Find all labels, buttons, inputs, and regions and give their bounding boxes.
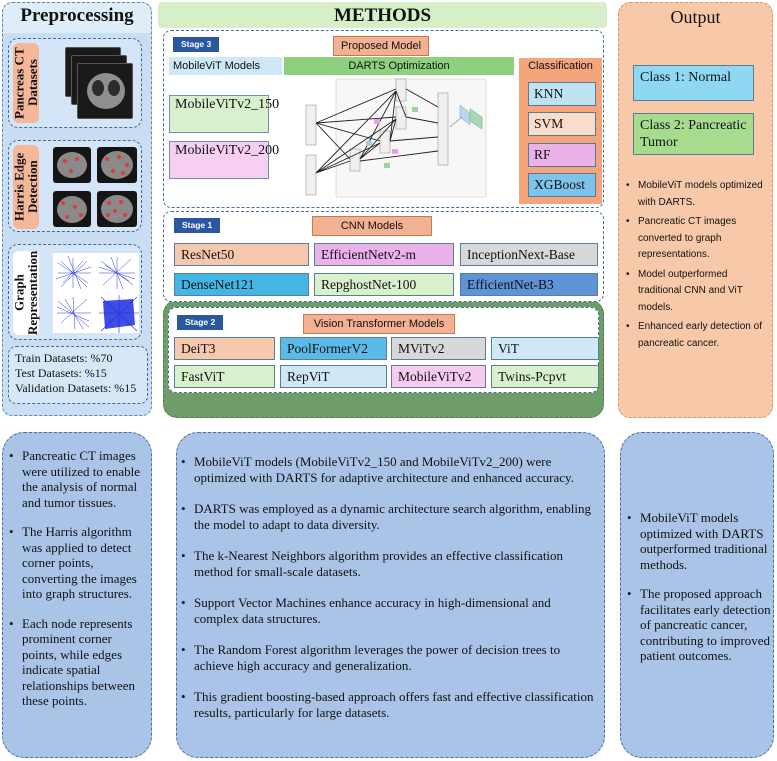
class-tumor-box: Class 2: Pancreatic Tumor [633,113,754,155]
vit-model-deit3: DeiT3 [174,337,275,360]
vit-model-mobilevitv2: MobileViTv2 [391,365,486,388]
cnn-model-densenet121: DenseNet121 [174,273,309,296]
cnn-model-inceptionnext-base: InceptionNext-Base [460,243,598,266]
mobilevit-models-header: MobileViT Models [169,57,282,75]
methods-title: METHODS [333,5,432,26]
ct-datasets-label: Pancreas CT Datasets [11,43,40,123]
classifier-svm: SVM [528,112,596,136]
stage2-box: Stage 2 Vision Transformer Models DeiT3 … [168,307,599,393]
ct-slice-front [77,63,133,119]
middle-bullet-2: DARTS was employed as a dynamic architec… [180,501,598,532]
ct-datasets-box: Pancreas CT Datasets [8,38,142,128]
class-normal-box: Class 1: Normal [633,65,754,101]
vit-model-twins-pcpvt: Twins-Pcpvt [491,365,599,388]
proposed-model-title: Proposed Model [333,36,429,56]
right-bullet-1: MobileViT models optimized with DARTS ou… [626,510,771,572]
harris-image-1 [53,147,91,183]
train-split: Train Datasets: %70 [15,351,113,365]
classifier-knn: KNN [528,82,596,106]
output-bullet-2: Pancreatic CT images converted to graph … [626,214,768,264]
test-split: Test Datasets: %15 [15,366,107,380]
output-bullets: MobileViT models optimized with DARTS. P… [626,178,768,355]
previous-previous-cell-node [305,154,317,196]
mobilevitv2-200-box: MobileViTv2_200 [169,141,279,179]
node-3 [395,78,407,102]
validation-split: Validation Datasets: %15 [15,381,137,395]
bottom-left-text: Pancreatic CT images were utilized to en… [8,448,148,709]
cnn-model-repghostnet-100: RepghostNet-100 [314,273,454,296]
bottom-middle-text: MobileViT models (MobileViTv2_150 and Mo… [180,454,598,720]
node-1 [379,130,391,154]
stage3-tag: Stage 3 [173,37,220,52]
output-bullet-3: Model outperformed traditional CNN and V… [626,267,768,317]
graph-label: Graph Representation [11,250,40,336]
vit-model-vit: ViT [491,337,599,360]
node-2 [395,106,407,130]
left-bullet-1: Pancreatic CT images were utilized to en… [8,448,148,510]
harris-image-4 [97,191,137,227]
preprocessing-title: Preprocessing [20,5,134,26]
previous-cell-node [305,104,317,146]
stage2-tag: Stage 2 [177,315,224,330]
vit-models-title: Vision Transformer Models [303,314,455,334]
classifier-xgboost: XGBoost [528,173,596,197]
preprocessing-header-band [3,3,151,33]
classification-header: Classification [528,60,593,72]
stage1-box: Stage 1 CNN Models ResNet50 EfficientNet… [163,211,604,302]
mobilevitv2-150-box: MobileViTv2_150 [169,95,279,133]
middle-bullet-1: MobileViT models (MobileViTv2_150 and Mo… [180,454,598,485]
darts-optimization-header: DARTS Optimization [284,57,514,75]
cnn-model-efficientnet-b3: EfficientNet-B3 [460,273,598,296]
classifier-rf: RF [528,143,596,167]
left-bullet-3: Each node represents prominent corner po… [8,616,148,709]
graph-thumbnails [53,253,139,333]
harris-label: Harris Edge Detection [11,145,40,229]
cnn-model-efficientnetv2-m: EfficientNetv2-m [314,243,454,266]
middle-bullet-5: The Random Forest algorithm leverages th… [180,642,598,673]
right-bullet-2: The proposed approach facilitates early … [626,586,771,664]
cnn-models-title: CNN Models [312,216,432,236]
left-bullet-2: The Harris algorithm was applied to dete… [8,524,148,602]
middle-bullet-3: The k-Nearest Neighbors algorithm provid… [180,548,598,579]
cnn-model-resnet50: ResNet50 [174,243,309,266]
harris-image-2 [97,147,137,183]
output-bullet-4: Enhanced early detection of pancreatic c… [626,319,768,352]
darts-cell-figure [292,77,502,199]
middle-bullet-4: Support Vector Machines enhance accuracy… [180,595,598,626]
harris-image-3 [53,191,91,227]
concat-node [437,92,449,166]
output-title: Output [670,7,721,27]
bottom-right-text: MobileViT models optimized with DARTS ou… [626,510,771,664]
middle-bullet-6: This gradient boosting-based approach of… [180,689,598,720]
output-bullet-1: MobileViT models optimized with DARTS. [626,178,768,211]
graph-box: Graph Representation [8,244,142,340]
stage3-box: Stage 3 Proposed Model MobileViT Models … [163,30,604,208]
dataset-splits-box: Train Datasets: %70 Test Datasets: %15 V… [8,346,148,404]
classification-box: Classification KNN SVM RF XGBoost [519,58,602,204]
vit-model-repvit: RepViT [280,365,387,388]
harris-box: Harris Edge Detection [8,140,142,232]
vit-model-mvitv2: MViTv2 [391,337,486,360]
vit-model-poolformerv2: PoolFormerV2 [280,337,387,360]
vit-model-fastvit: FastViT [174,365,275,388]
node-0 [349,148,361,172]
stage1-tag: Stage 1 [174,218,221,233]
methods-header-band [158,2,607,28]
